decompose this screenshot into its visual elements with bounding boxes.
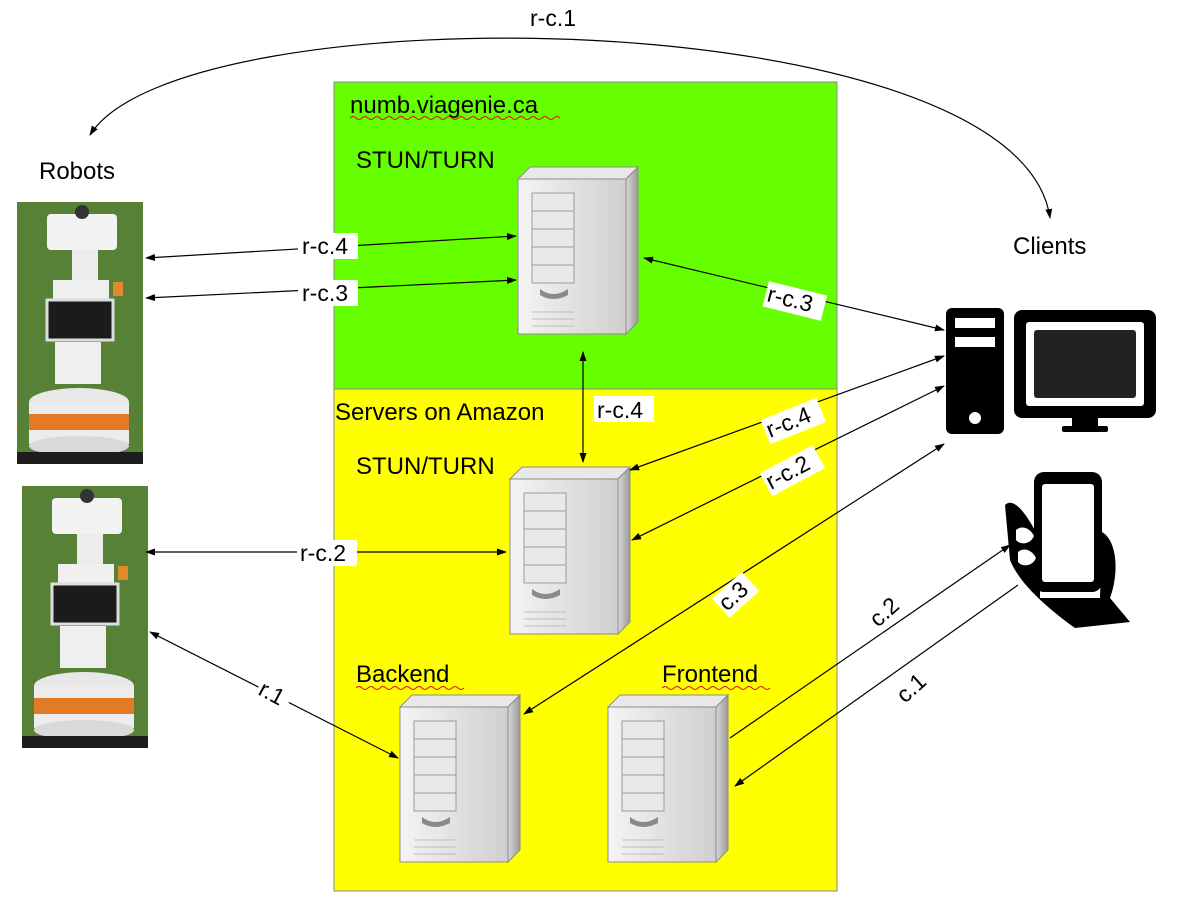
- robot-icon: [15, 200, 145, 466]
- backend-label: Backend: [356, 661, 449, 688]
- group-bottom-subtitle: STUN/TURN: [356, 453, 495, 480]
- edge-label-rc1: r-c.1: [530, 5, 576, 31]
- group-top-title: numb.viagenie.ca: [350, 92, 539, 119]
- server-icon: [509, 466, 631, 635]
- edge-label-rc4-top: r-c.4: [302, 233, 348, 259]
- server-icon: [517, 166, 639, 335]
- smartphone-icon: [1005, 472, 1130, 628]
- edge-c2: [729, 544, 1011, 739]
- edge-c1: [734, 584, 1019, 787]
- group-bottom-title: Servers on Amazon: [335, 399, 544, 426]
- server-icon: [399, 694, 521, 863]
- clients-label: Clients: [1013, 233, 1086, 260]
- frontend-label: Frontend: [662, 661, 758, 688]
- edge-rc1: [89, 37, 1053, 219]
- edge-label-rc4-mid: r-c.4: [597, 397, 643, 423]
- server-icon: [607, 694, 729, 863]
- robot-icon: [20, 484, 150, 750]
- spellcheck-underline: [349, 116, 561, 120]
- robots-label: Robots: [39, 158, 115, 185]
- desktop-computer-icon: [946, 308, 1156, 434]
- edge-label-rc2-left: r-c.2: [300, 540, 346, 566]
- group-top-subtitle: STUN/TURN: [356, 147, 495, 174]
- edge-label-rc3-top: r-c.3: [302, 280, 348, 306]
